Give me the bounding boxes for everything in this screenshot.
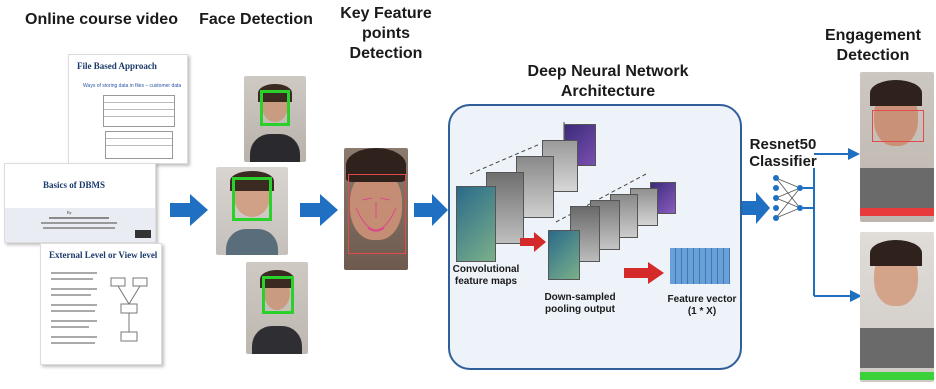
slide-subtitle: Ways of storing data in files – customer… (83, 83, 182, 89)
conv-label-line1: Convolutional (452, 264, 520, 275)
flow-arrow-4 (742, 192, 770, 224)
face-bbox (262, 276, 294, 314)
conv-label: Convolutional feature maps (452, 264, 520, 288)
flow-arrow-2 (300, 194, 338, 226)
header-dnn-line2: Architecture (560, 83, 656, 100)
header-key-feature-line3: Detection (349, 45, 423, 62)
flow-arrow-1 (170, 194, 208, 226)
landmarks-overlay (355, 197, 397, 232)
header-online-course-video: Online course video (25, 11, 178, 28)
slide-file-based-approach: File Based Approach Ways of storing data… (68, 54, 188, 164)
face-image-2 (216, 167, 288, 255)
slide-table (103, 95, 175, 127)
header-key-feature-line1: Key Feature (340, 5, 432, 22)
pool-label-line2: pooling output (545, 304, 615, 315)
red-arrow-1 (520, 232, 546, 252)
header-dnn-line1: Deep Neural Network (527, 63, 689, 80)
feature-vector-line2: (1 * X) (687, 306, 717, 317)
face-landmark-box (348, 174, 406, 254)
header-engagement-line1: Engagement (824, 27, 921, 44)
status-bar (860, 208, 934, 216)
flow-arrow-3 (414, 194, 448, 226)
feature-vector-label: Feature vector (1 * X) (666, 294, 738, 318)
header-face-detection: Face Detection (199, 11, 313, 28)
pool-label-line1: Down-sampled (544, 292, 616, 303)
emotion-panel (860, 328, 934, 368)
header-key-feature-line2: points (362, 25, 410, 42)
red-arrow-2 (624, 262, 664, 284)
slide-external-level: External Level or View level (40, 243, 162, 365)
conv-map-color (456, 186, 496, 262)
slide-title: File Based Approach (77, 61, 157, 71)
pool-map-color (548, 230, 580, 280)
face-bbox (260, 90, 290, 126)
classifier-line2: Classifier (749, 153, 817, 170)
slide-diagram (110, 277, 148, 342)
slide-band: By (5, 208, 155, 242)
header-key-feature-points: Key Feature points Detection (322, 4, 450, 64)
engagement-output-2 (860, 232, 934, 382)
header-dnn-architecture: Deep Neural Network Architecture (508, 62, 708, 102)
emotion-panel (860, 168, 934, 208)
face-bbox (232, 177, 272, 221)
slide-title: Basics of DBMS (43, 180, 106, 190)
header-engagement-detection: Engagement Detection (818, 26, 936, 66)
slide-table-2 (105, 131, 173, 159)
conv-label-line2: feature maps (454, 276, 518, 287)
classifier-network (773, 168, 862, 302)
status-bar (860, 372, 934, 380)
feature-vector (670, 248, 730, 284)
slide-basics-of-dbms: Basics of DBMS By (4, 163, 156, 243)
slide-title: External Level or View level (49, 250, 158, 260)
classifier-top-arrow (814, 148, 860, 160)
engagement-output-1 (860, 72, 934, 222)
face-image-3 (246, 262, 308, 354)
slide-by: By (67, 210, 72, 215)
pool-label: Down-sampled pooling output (540, 292, 620, 316)
feature-vector-line1: Feature vector (667, 294, 737, 305)
classifier-label: Resnet50 Classifier (744, 136, 822, 170)
face-image-1 (244, 76, 306, 162)
classifier-line1: Resnet50 (749, 136, 817, 153)
header-engagement-line2: Detection (836, 47, 910, 64)
key-feature-points-face (344, 148, 408, 270)
